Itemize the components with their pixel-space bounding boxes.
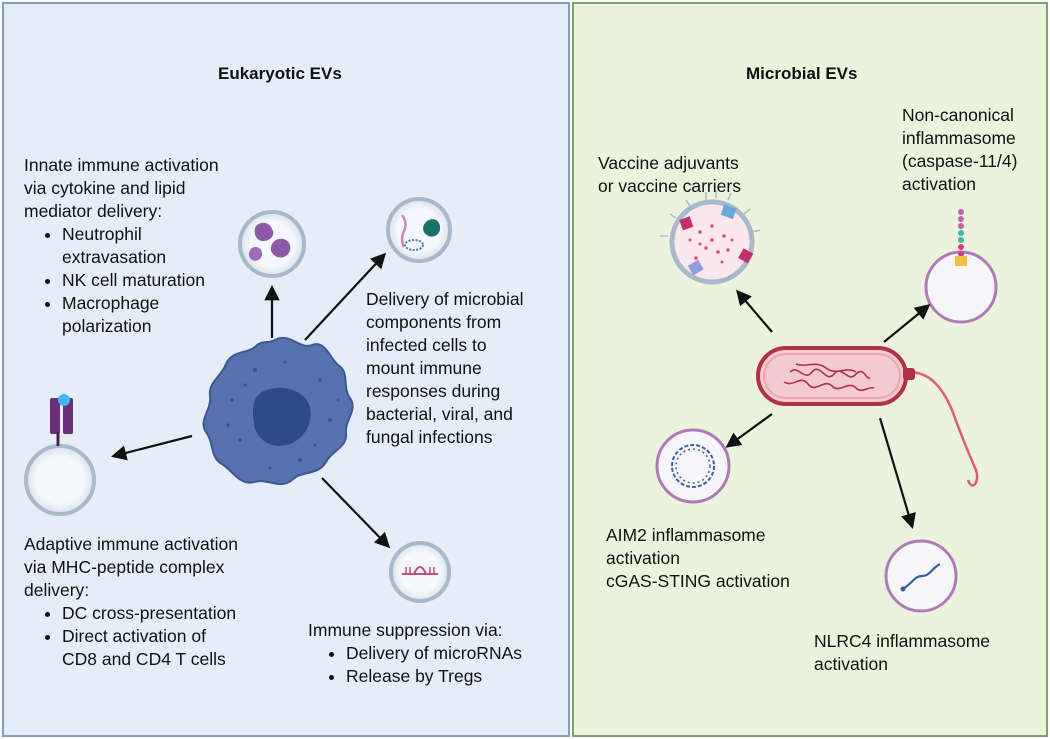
- vaccine-vesicle-icon: [660, 190, 761, 285]
- innate-line: Innate immune activation: [24, 155, 219, 175]
- bullet-line: extravasation: [62, 247, 167, 267]
- noncanonical-inflammasome-text: Non-canonical inflammasome (caspase-11/4…: [902, 104, 1017, 196]
- bullet-line: Direct activation of: [62, 626, 206, 646]
- aim2-line: cGAS-STING activation: [606, 571, 790, 591]
- vaccine-line: or vaccine carriers: [598, 176, 741, 196]
- adaptive-bullet: DC cross-presentation: [62, 602, 238, 625]
- innate-bullet: Neutrophil extravasation: [62, 223, 219, 269]
- flagellin-vesicle-icon: [884, 539, 958, 613]
- noncanonical-line: activation: [902, 174, 976, 194]
- dna-vesicle-icon: [655, 428, 731, 504]
- adaptive-bullet-list: DC cross-presentation Direct activation …: [24, 602, 238, 671]
- noncanonical-line: inflammasome: [902, 128, 1016, 148]
- left-arrows: [111, 252, 391, 549]
- bullet-line: Neutrophil: [62, 224, 142, 244]
- eukaryotic-cell-icon: [202, 337, 354, 485]
- nlrc4-line: NLRC4 inflammasome: [814, 631, 991, 651]
- suppression-bullet: Delivery of microRNAs: [346, 642, 522, 665]
- adaptive-line: via MHC-peptide complex: [24, 557, 225, 577]
- suppression-bullet-list: Delivery of microRNAs Release by Tregs: [308, 642, 522, 688]
- bullet-line: Release by Tregs: [346, 666, 483, 686]
- lps-vesicle-icon: [924, 209, 998, 324]
- aim2-line: AIM2 inflammasome: [606, 525, 766, 545]
- immune-suppression-text: Immune suppression via: Delivery of micr…: [308, 619, 522, 688]
- aim2-line: activation: [606, 548, 680, 568]
- adaptive-line: delivery:: [24, 580, 90, 600]
- delivery-line: mount immune: [366, 358, 482, 378]
- bullet-line: DC cross-presentation: [62, 603, 237, 623]
- bullet-line: NK cell maturation: [62, 270, 205, 290]
- right-arrows: [725, 289, 931, 529]
- microrna-vesicle-icon: [389, 541, 451, 603]
- aim2-inflammasome-text: AIM2 inflammasome activation cGAS-STING …: [606, 524, 790, 593]
- bacterium-icon: [756, 346, 979, 487]
- delivery-line: infected cells to: [366, 335, 487, 355]
- innate-line: via cytokine and lipid: [24, 178, 186, 198]
- bullet-line: Delivery of microRNAs: [346, 643, 522, 663]
- vaccine-line: Vaccine adjuvants: [598, 153, 739, 173]
- innate-bullet-list: Neutrophil extravasation NK cell maturat…: [24, 223, 219, 338]
- delivery-line: responses during: [366, 381, 501, 401]
- delivery-line: fungal infections: [366, 427, 493, 447]
- eukaryotic-evs-title: Eukaryotic EVs: [218, 64, 342, 83]
- vaccine-text: Vaccine adjuvants or vaccine carriers: [598, 152, 741, 198]
- delivery-line: components from: [366, 312, 502, 332]
- cytokine-vesicle-icon: [238, 210, 306, 278]
- noncanonical-line: (caspase-11/4): [902, 151, 1018, 171]
- delivery-line: Delivery of microbial: [366, 289, 524, 309]
- nlrc4-line: activation: [814, 654, 888, 674]
- suppression-bullet: Release by Tregs: [346, 665, 522, 688]
- bullet-line: polarization: [62, 316, 152, 336]
- nlrc4-inflammasome-text: NLRC4 inflammasome activation: [814, 630, 990, 676]
- adaptive-bullet: Direct activation of CD8 and CD4 T cells: [62, 625, 238, 671]
- delivery-line: bacterial, viral, and: [366, 404, 513, 424]
- adaptive-line: Adaptive immune activation: [24, 534, 238, 554]
- bullet-line: Macrophage: [62, 293, 160, 313]
- innate-activation-text: Innate immune activation via cytokine an…: [24, 154, 219, 338]
- microbial-evs-title: Microbial EVs: [746, 64, 858, 83]
- microbial-components-vesicle-icon: [386, 197, 452, 263]
- innate-bullet: Macrophage polarization: [62, 292, 219, 338]
- bullet-line: CD8 and CD4 T cells: [62, 649, 226, 669]
- mhc-peptide-vesicle-icon: [24, 394, 96, 516]
- microbial-delivery-text: Delivery of microbial components from in…: [366, 288, 524, 449]
- innate-bullet: NK cell maturation: [62, 269, 219, 292]
- suppression-line: Immune suppression via:: [308, 620, 503, 640]
- noncanonical-line: Non-canonical: [902, 105, 1014, 125]
- adaptive-activation-text: Adaptive immune activation via MHC-pepti…: [24, 533, 238, 671]
- innate-line: mediator delivery:: [24, 201, 163, 221]
